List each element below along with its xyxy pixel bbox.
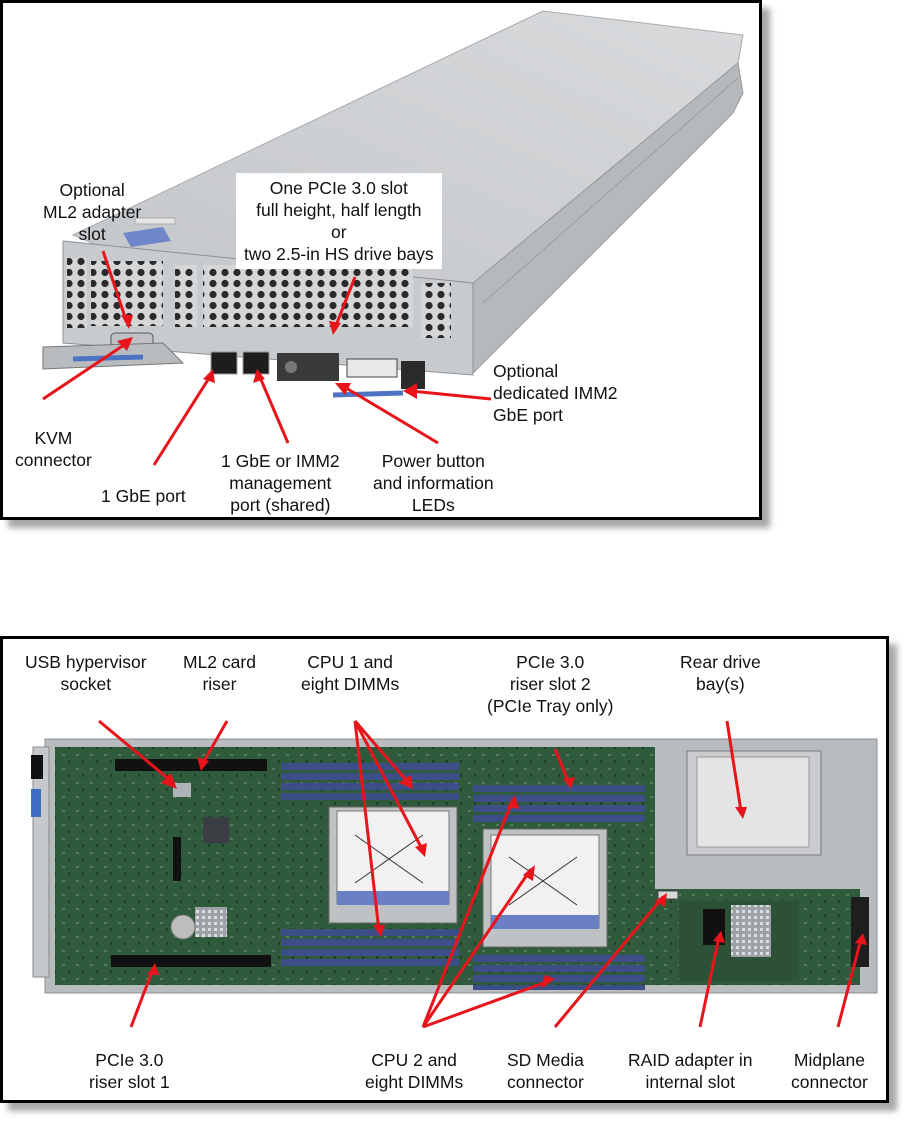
callout-arrows	[42, 250, 492, 466]
top-view-figure: USB hypervisor socket ML2 card riser CPU…	[0, 636, 889, 1103]
cpu2-dimms	[473, 785, 645, 990]
release-tab	[123, 227, 171, 247]
label-kvm-connector: KVM connector	[15, 428, 92, 470]
label-sd-media-connector: SD Media connector	[507, 1050, 584, 1092]
pcie-vent	[203, 265, 413, 327]
label-midplane-connector: Midplane connector	[791, 1050, 868, 1092]
label-ml2-card-riser: ML2 card riser	[183, 652, 256, 694]
label-pcie-slot: One PCIe 3.0 slot full height, half leng…	[236, 173, 442, 269]
server-board-illustration	[31, 719, 878, 1029]
label-cpu1-dimms: CPU 1 and eight DIMMs	[301, 652, 400, 694]
left-vent	[67, 258, 87, 328]
midplane-connector	[851, 897, 869, 967]
callout-arrows	[98, 719, 867, 1029]
label-pcie-riser-slot-1: PCIe 3.0 riser slot 1	[89, 1050, 170, 1092]
label-1gbe-port: 1 GbE port	[101, 486, 186, 506]
label-cpu2-dimms: CPU 2 and eight DIMMs	[365, 1050, 464, 1092]
label-pcie-riser-slot-2: PCIe 3.0 riser slot 2 (PCIe Tray only)	[487, 652, 614, 716]
ml2-riser-slot	[115, 759, 267, 771]
gbe-port-1	[210, 351, 238, 375]
label-ml2-adapter-slot: Optional ML2 adapter slot	[43, 180, 142, 244]
gbe-port-2	[242, 351, 270, 375]
pcie-riser-slot-1	[111, 955, 271, 967]
sd-media-connector	[657, 890, 679, 900]
right-vent	[421, 283, 451, 338]
label-shared-management-port: 1 GbE or IMM2 management port (shared)	[221, 451, 340, 515]
imm2-port	[401, 361, 425, 389]
label-rear-drive-bays: Rear drive bay(s)	[680, 652, 761, 694]
cpu1-dimms	[281, 763, 459, 966]
front-view-figure: Optional ML2 adapter slot One PCIe 3.0 s…	[0, 0, 762, 520]
label-dedicated-imm2-port: Optional dedicated IMM2 GbE port	[493, 361, 618, 425]
label-power-button-leds: Power button and information LEDs	[373, 451, 494, 515]
label-raid-adapter: RAID adapter in internal slot	[628, 1050, 753, 1092]
mid-vent	[175, 265, 197, 327]
label-usb-hypervisor-socket: USB hypervisor socket	[25, 652, 147, 694]
